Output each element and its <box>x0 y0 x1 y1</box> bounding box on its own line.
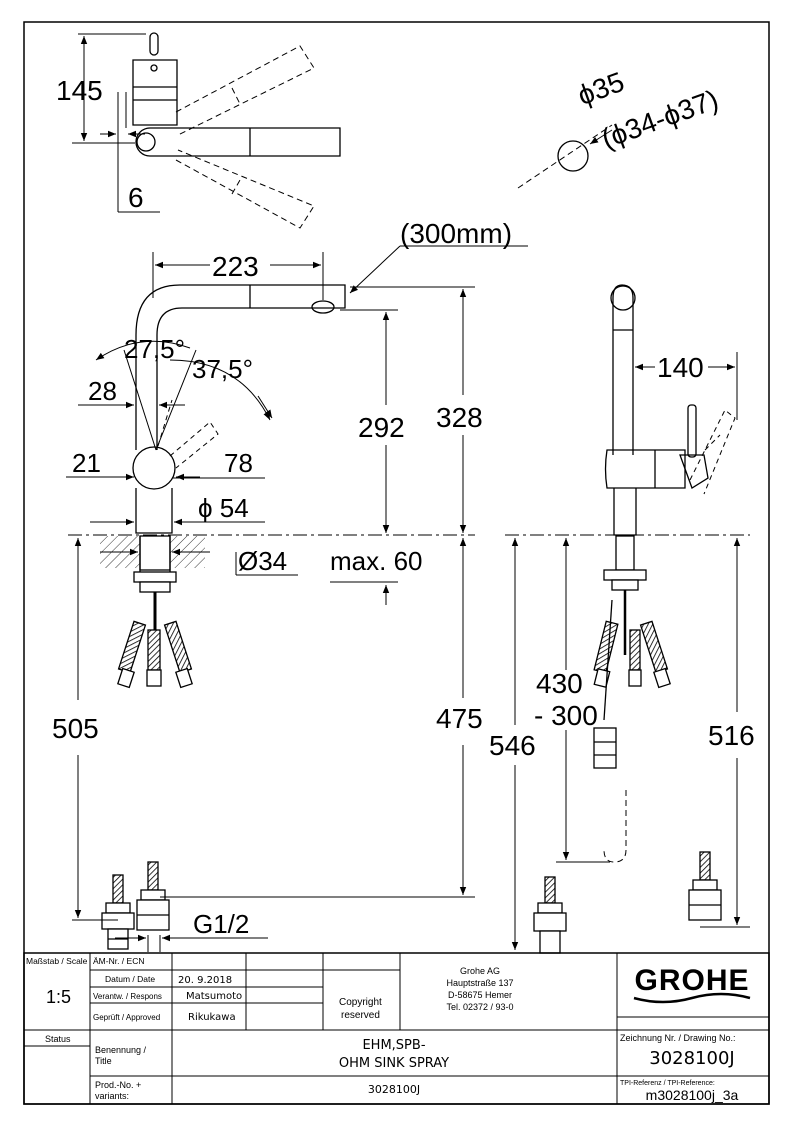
scale-value: 1:5 <box>46 987 71 1007</box>
dim-505-label: 505 <box>52 713 99 744</box>
dim-g12 <box>115 934 268 952</box>
title-line-2: OHM SINK SPRAY <box>339 1056 449 1071</box>
approved-value: Rikukawa <box>188 1012 236 1023</box>
tpi-label: TPI-Referenz / TPI-Reference: <box>620 1080 715 1087</box>
drawing-no-label: Zeichnung Nr. / Drawing No.: <box>620 1033 736 1043</box>
dim-300mm-label: (300mm) <box>400 218 512 249</box>
title-block <box>23 952 770 1105</box>
pipe-diameter-symbol <box>517 124 613 189</box>
title-block-text: Maßstab / Scale 1:5 ÄM-Nr. / ECN Datum /… <box>26 956 751 1103</box>
reserved-text: reserved <box>341 1010 380 1021</box>
prod-no-value: 3028100J <box>368 1083 420 1096</box>
status-label: Status <box>45 1034 71 1044</box>
company-tel: Tel. 02372 / 93-0 <box>446 1002 513 1012</box>
copyright-text: Copyright <box>339 997 382 1008</box>
scale-label: Maßstab / Scale <box>26 956 88 966</box>
dim-475-label: 475 <box>436 703 483 734</box>
dim-328 <box>350 286 475 533</box>
dim-430-300 <box>556 538 610 863</box>
date-label: Datum / Date <box>105 974 155 984</box>
title-line-1: EHM,SPB- <box>362 1038 425 1053</box>
angle-arcs <box>95 340 273 451</box>
dim-g12-label: G1/2 <box>193 909 249 939</box>
date-value: 20. 9.2018 <box>178 975 232 986</box>
dim-max60-label: max. 60 <box>330 546 423 576</box>
title-label-1: Benennung / <box>95 1045 147 1055</box>
dim-223-label: 223 <box>212 251 259 282</box>
dim-516 <box>700 538 750 928</box>
company-street: Hauptstraße 137 <box>446 978 513 988</box>
tpi-ref-value: m3028100j_3a <box>646 1087 739 1103</box>
dim-140 <box>635 352 738 420</box>
dim-516-label: 516 <box>708 720 755 751</box>
dim-430-label: 430 <box>536 668 583 699</box>
prod-label-2: variants: <box>95 1091 129 1101</box>
dim-300mm-leader <box>349 245 528 294</box>
responsible-value: Matsumoto <box>186 991 242 1002</box>
front-view <box>68 284 475 950</box>
dim-145 <box>72 33 146 144</box>
top-view <box>132 32 341 229</box>
dim-475 <box>160 538 475 898</box>
approved-label: Geprüft / Approved <box>93 1013 160 1022</box>
dim-6 <box>100 92 160 213</box>
dim-34 <box>100 548 298 576</box>
drawing-no-value: 3028100J <box>649 1048 734 1069</box>
dim-145-label: 145 <box>56 75 103 106</box>
phi35-label: ϕ35 <box>574 66 629 111</box>
dim-223 <box>152 252 324 300</box>
responsible-label: Verantw. / Respons <box>93 992 162 1001</box>
dim-phi54-label: ϕ 54 <box>198 493 249 523</box>
dim-300-label: - 300 <box>534 700 598 731</box>
prod-label-1: Prod.-No. + <box>95 1080 141 1090</box>
side-view <box>505 284 750 954</box>
dim-28-label: 28 <box>88 376 117 406</box>
dim-292-label: 292 <box>358 412 405 443</box>
ecn-label: ÄM-Nr. / ECN <box>93 956 144 966</box>
dim-max60 <box>330 500 398 605</box>
side-connector-2 <box>688 851 722 921</box>
title-label-2: Title <box>95 1056 112 1066</box>
dim-34-label: Ø34 <box>238 546 287 576</box>
dim-21-label: 21 <box>72 448 101 478</box>
company-name: Grohe AG <box>460 966 500 976</box>
connector-left <box>101 874 135 950</box>
dim-546-label: 546 <box>489 730 536 761</box>
dim-140-label: 140 <box>657 352 704 383</box>
side-connector-1 <box>533 876 567 954</box>
angle-37-5-label: 37,5° <box>192 354 253 384</box>
connector-center <box>136 861 170 931</box>
dim-6-label: 6 <box>128 182 144 213</box>
dim-328-label: 328 <box>436 402 483 433</box>
dim-505 <box>72 538 118 921</box>
dim-78-label: 78 <box>224 448 253 478</box>
grohe-logo-wave <box>633 992 751 1004</box>
company-city: D-58675 Hemer <box>448 990 512 1000</box>
angle-27-5-label: 27,5° <box>124 334 185 364</box>
grohe-logo: GROHE <box>634 964 749 997</box>
